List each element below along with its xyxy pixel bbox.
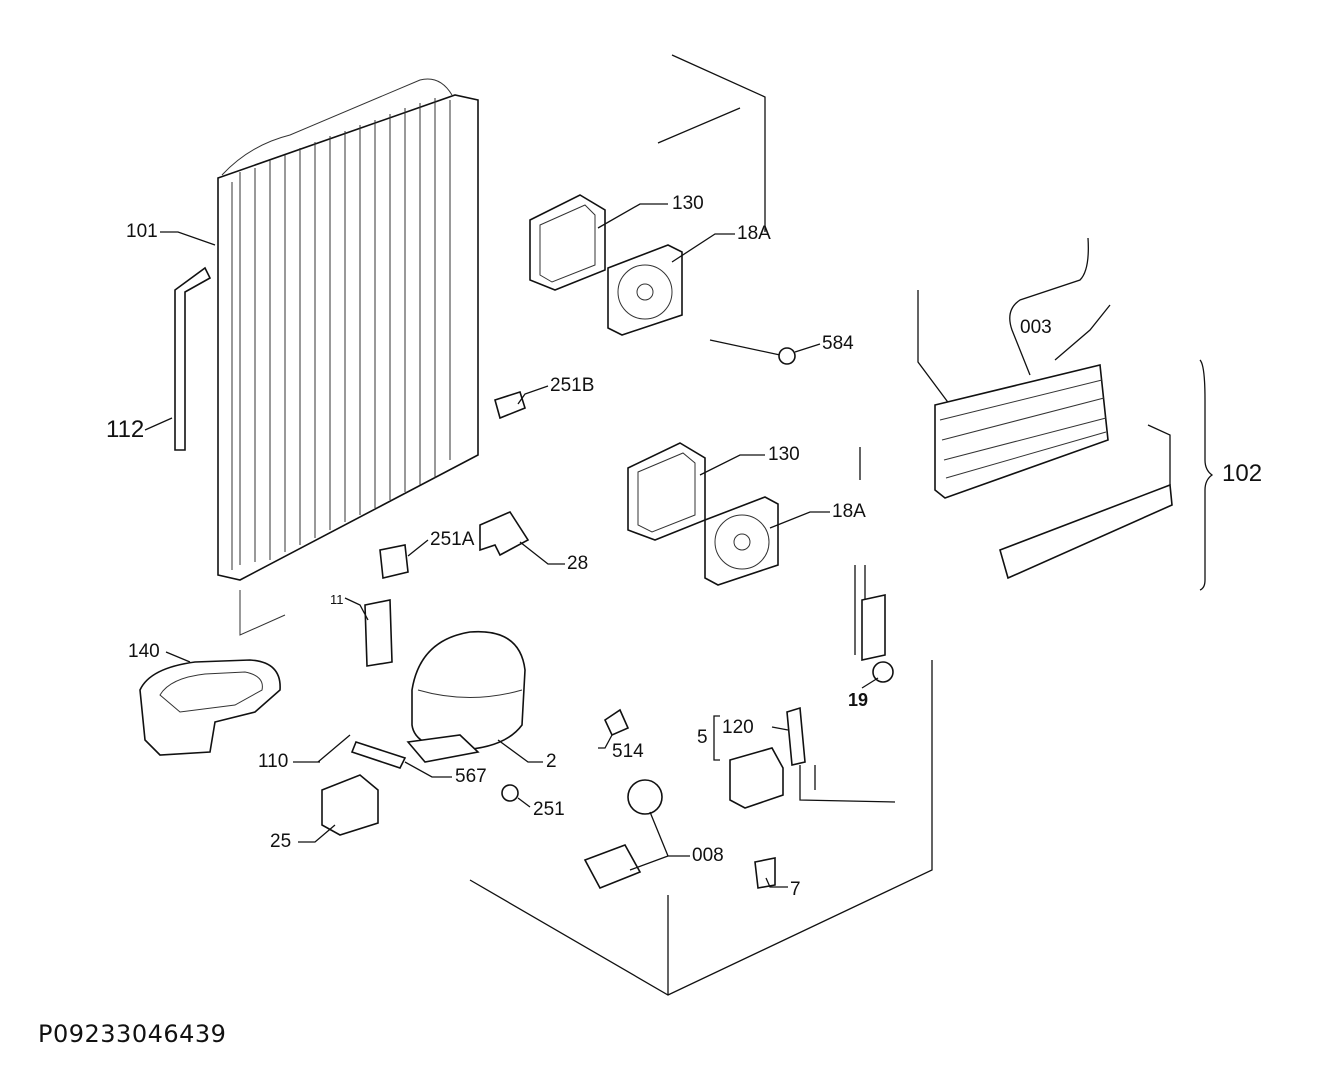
valve-assembly-part [729,706,896,809]
label-251: 251 [533,799,565,820]
label-003: 003 [1020,317,1052,338]
cabinet-outline [469,54,933,996]
label-18a-upper: 18A [737,223,771,244]
label-120: 120 [722,717,754,738]
label-19: 19 [848,690,869,710]
drip-tray-part [139,659,281,756]
leader-lines [144,203,879,888]
drain-tube-part [174,266,212,451]
fan-housing-lower-part [627,442,706,541]
label-5: 5 [697,727,708,748]
label-110: 110 [258,751,289,772]
fan-lower-part [704,496,779,586]
label-251a: 251A [430,529,475,550]
sensor-584-part [709,339,796,365]
label-25: 25 [270,831,292,852]
compressor-part [406,630,526,763]
label-008: 008 [692,845,724,866]
label-251b: 251B [550,375,595,396]
label-102: 102 [1222,460,1263,487]
label-130-lower: 130 [768,444,800,465]
label-567: 567 [455,766,487,787]
drawing-code: P09233046439 [38,1020,227,1048]
small-parts [321,390,776,889]
label-18a-lower: 18A [832,501,866,522]
label-112: 112 [106,416,145,443]
label-514: 514 [612,741,644,762]
label-130-upper: 130 [672,193,704,214]
label-140: 140 [128,641,160,662]
cable-parts [317,734,407,769]
label-11: 11 [330,592,344,607]
label-101: 101 [126,221,158,242]
label-584: 584 [822,333,854,354]
evaporator-part [917,237,1214,591]
condenser-part [217,78,479,636]
label-28: 28 [567,553,589,574]
heater-part [854,565,894,683]
label-7: 7 [790,879,801,900]
fan-upper-part [607,244,683,336]
fan-housing-upper-part [529,194,606,291]
label-2: 2 [546,751,557,772]
thermostat-part [583,779,663,890]
